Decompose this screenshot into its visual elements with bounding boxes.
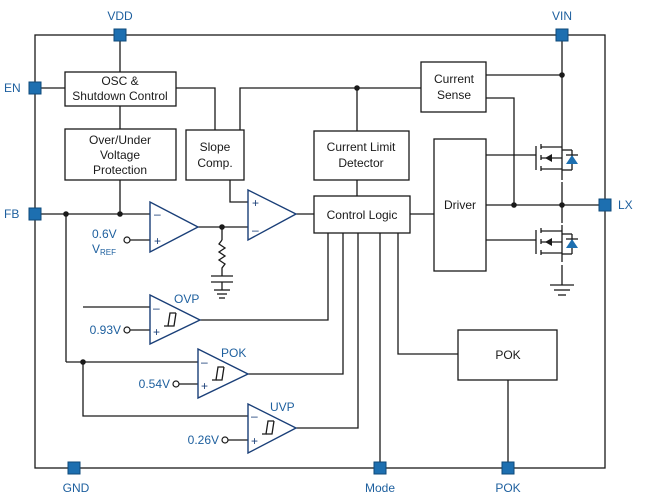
pok-block: POK: [457, 329, 558, 381]
uvp-ref-terminal: [221, 436, 229, 444]
vref-subscript: REF: [100, 248, 116, 257]
hysteresis-icon: [164, 312, 176, 327]
ov-uv-protection-block: Over/Under Voltage Protection: [64, 128, 177, 181]
osc-label-1: OSC &: [101, 74, 138, 88]
ovp-ref-value: 0.93V: [90, 323, 121, 337]
vref-terminal: [123, 236, 131, 244]
slope-comp-block: Slope Comp.: [185, 129, 245, 181]
lx-pin: [598, 198, 612, 212]
slope-label-1: Slope: [200, 140, 231, 154]
pok-ref-value: 0.54V: [139, 377, 170, 391]
ovp-comparator: – +: [149, 293, 202, 346]
vin-pin: [555, 28, 569, 42]
en-pin: [28, 81, 42, 95]
current-limit-detector-block: Current Limit Detector: [313, 130, 410, 181]
ovp-label: OVP: [174, 292, 199, 306]
vin-pin-label: VIN: [552, 9, 572, 23]
ea-plus-sign: +: [154, 234, 161, 248]
climit-label-1: Current Limit: [327, 140, 396, 154]
pwm-minus-sign: –: [252, 223, 259, 237]
uvp-label: UVP: [270, 400, 295, 414]
ea-minus-sign: –: [154, 207, 161, 221]
osc-label-2: Shutdown Control: [72, 89, 167, 103]
pok-minus-sign: –: [201, 355, 208, 369]
pok-plus-sign: +: [201, 379, 208, 393]
ovp-minus-sign: –: [153, 301, 160, 315]
hysteresis-icon: [212, 366, 224, 381]
pwm-plus-sign: +: [252, 196, 259, 210]
uvp-comparator: – +: [247, 402, 298, 455]
pok-pin-label: POK: [495, 481, 520, 495]
ovuv-label-1: Over/Under: [89, 133, 151, 147]
pok-comparator: – +: [197, 347, 250, 400]
low-side-mosfet: [530, 223, 578, 265]
ovp-ref-terminal: [123, 326, 131, 334]
vref-label: VREF: [92, 242, 116, 257]
ovuv-label-2: Voltage: [100, 148, 140, 162]
driver-block: Driver: [433, 138, 487, 272]
hysteresis-icon: [262, 420, 274, 435]
pwm-comparator: + –: [247, 188, 298, 242]
uvp-plus-sign: +: [251, 434, 258, 448]
vdd-pin: [113, 28, 127, 42]
pok-block-label: POK: [495, 348, 520, 362]
gnd-pin: [67, 461, 81, 475]
gnd-pin-label: GND: [63, 481, 90, 495]
control-logic-label: Control Logic: [327, 208, 398, 222]
error-amplifier: – +: [149, 200, 200, 254]
high-side-mosfet: [530, 140, 578, 182]
fb-pin-label: FB: [4, 207, 19, 221]
osc-shutdown-block: OSC & Shutdown Control: [64, 71, 177, 107]
vref-name: V: [92, 242, 100, 256]
driver-label: Driver: [444, 198, 476, 212]
control-logic-block: Control Logic: [313, 195, 411, 234]
slope-label-2: Comp.: [197, 156, 232, 170]
fb-pin: [28, 207, 42, 221]
uvp-ref-value: 0.26V: [188, 433, 219, 447]
pok-comparator-label: POK: [221, 346, 246, 360]
lx-pin-label: LX: [618, 198, 633, 212]
vref-value: 0.6V: [92, 227, 117, 241]
vdd-pin-label: VDD: [107, 9, 133, 23]
wires: [35, 35, 605, 468]
uvp-minus-sign: –: [251, 409, 258, 423]
ic-outline: [34, 34, 606, 469]
pok-ref-terminal: [172, 380, 180, 388]
mode-pin-label: Mode: [365, 481, 395, 495]
csense-label-2: Sense: [437, 88, 471, 102]
current-sense-block: Current Sense: [420, 61, 487, 113]
ovp-plus-sign: +: [153, 325, 160, 339]
ovuv-label-3: Protection: [93, 163, 147, 177]
en-pin-label: EN: [4, 81, 21, 95]
junction-dots: [63, 72, 565, 365]
climit-label-2: Detector: [338, 156, 383, 170]
mode-pin: [373, 461, 387, 475]
pins: [28, 28, 612, 475]
csense-label-1: Current: [434, 72, 475, 86]
pok-pin: [501, 461, 515, 475]
